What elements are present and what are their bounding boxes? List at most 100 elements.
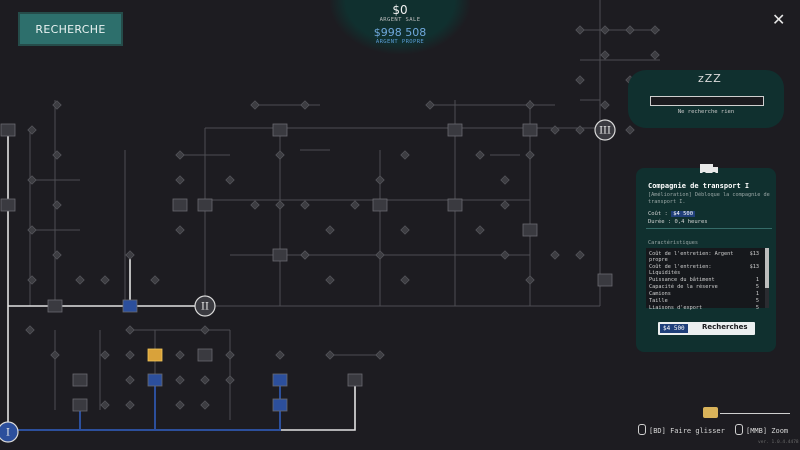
research-node[interactable]	[125, 375, 135, 385]
research-node[interactable]	[650, 50, 660, 60]
research-building-node[interactable]	[347, 373, 363, 387]
zoom-icon[interactable]	[703, 407, 718, 418]
research-building-node[interactable]	[272, 248, 288, 262]
research-building-node[interactable]	[172, 198, 188, 212]
research-node[interactable]	[475, 225, 485, 235]
research-node[interactable]	[52, 200, 62, 210]
research-building-node[interactable]	[522, 123, 538, 137]
research-building-node[interactable]	[72, 398, 88, 412]
close-icon[interactable]: ✕	[772, 10, 786, 29]
research-node[interactable]	[600, 100, 610, 110]
research-node[interactable]	[125, 250, 135, 260]
research-building-node[interactable]	[197, 198, 213, 212]
research-building-node[interactable]	[597, 273, 613, 287]
research-node[interactable]	[475, 150, 485, 160]
research-node[interactable]	[325, 350, 335, 360]
research-node[interactable]	[300, 100, 310, 110]
research-node[interactable]	[500, 200, 510, 210]
research-building-node[interactable]	[0, 198, 16, 212]
research-node[interactable]	[375, 250, 385, 260]
research-node[interactable]	[50, 350, 60, 360]
research-node[interactable]	[525, 275, 535, 285]
research-building-node[interactable]	[447, 123, 463, 137]
research-node[interactable]	[275, 150, 285, 160]
research-node[interactable]	[400, 275, 410, 285]
research-node[interactable]	[225, 175, 235, 185]
research-node[interactable]	[175, 375, 185, 385]
research-node[interactable]	[650, 25, 660, 35]
research-node[interactable]	[375, 175, 385, 185]
research-node[interactable]	[225, 350, 235, 360]
research-node[interactable]	[500, 250, 510, 260]
research-node[interactable]	[400, 150, 410, 160]
research-building-node[interactable]	[147, 373, 163, 387]
research-building-node[interactable]	[0, 123, 16, 137]
research-node[interactable]	[200, 400, 210, 410]
research-building-node[interactable]	[122, 299, 138, 313]
research-node[interactable]	[400, 225, 410, 235]
research-node[interactable]	[175, 150, 185, 160]
research-building-node[interactable]	[522, 223, 538, 237]
research-node[interactable]	[300, 250, 310, 260]
research-node[interactable]	[27, 125, 37, 135]
research-node[interactable]	[625, 25, 635, 35]
research-node[interactable]	[325, 225, 335, 235]
characteristics-scrollbar[interactable]	[765, 248, 769, 308]
research-node[interactable]	[25, 325, 35, 335]
research-node[interactable]	[75, 275, 85, 285]
research-node[interactable]	[575, 75, 585, 85]
research-building-node[interactable]	[272, 398, 288, 412]
research-node[interactable]	[575, 25, 585, 35]
research-building-node[interactable]	[447, 198, 463, 212]
research-node[interactable]	[150, 275, 160, 285]
research-node[interactable]	[250, 200, 260, 210]
research-tab-button[interactable]: RECHERCHE	[20, 14, 121, 44]
research-node[interactable]	[200, 325, 210, 335]
research-node[interactable]	[27, 275, 37, 285]
research-node[interactable]	[350, 200, 360, 210]
research-building-node[interactable]	[197, 348, 213, 362]
research-node[interactable]	[52, 100, 62, 110]
zoom-slider[interactable]	[703, 407, 790, 421]
research-node[interactable]	[300, 200, 310, 210]
research-button[interactable]: $4 500 Recherches	[658, 322, 755, 335]
research-node[interactable]	[125, 350, 135, 360]
research-node[interactable]	[175, 175, 185, 185]
research-building-node[interactable]	[72, 373, 88, 387]
research-node[interactable]	[175, 400, 185, 410]
research-building-node[interactable]	[272, 373, 288, 387]
research-node[interactable]	[575, 125, 585, 135]
research-node[interactable]	[27, 175, 37, 185]
research-node[interactable]	[600, 25, 610, 35]
research-node[interactable]	[250, 100, 260, 110]
research-building-node[interactable]	[47, 299, 63, 313]
research-node[interactable]	[500, 175, 510, 185]
research-node[interactable]	[325, 275, 335, 285]
research-node[interactable]	[175, 225, 185, 235]
research-node[interactable]	[625, 125, 635, 135]
research-node[interactable]	[425, 100, 435, 110]
research-node[interactable]	[200, 375, 210, 385]
scrollbar-thumb[interactable]	[765, 248, 769, 288]
research-node[interactable]	[275, 200, 285, 210]
research-node[interactable]	[52, 250, 62, 260]
research-node[interactable]	[100, 350, 110, 360]
research-building-node[interactable]	[147, 348, 163, 362]
research-node[interactable]	[225, 375, 235, 385]
research-node[interactable]	[100, 275, 110, 285]
research-building-node[interactable]	[272, 123, 288, 137]
research-node[interactable]	[525, 150, 535, 160]
research-node[interactable]	[52, 150, 62, 160]
research-node[interactable]	[550, 125, 560, 135]
research-node[interactable]	[100, 400, 110, 410]
research-node[interactable]	[375, 350, 385, 360]
research-node[interactable]	[175, 350, 185, 360]
research-node[interactable]	[600, 50, 610, 60]
research-node[interactable]	[575, 250, 585, 260]
research-node[interactable]	[27, 225, 37, 235]
research-node[interactable]	[125, 400, 135, 410]
research-node[interactable]	[125, 325, 135, 335]
research-node[interactable]	[550, 250, 560, 260]
